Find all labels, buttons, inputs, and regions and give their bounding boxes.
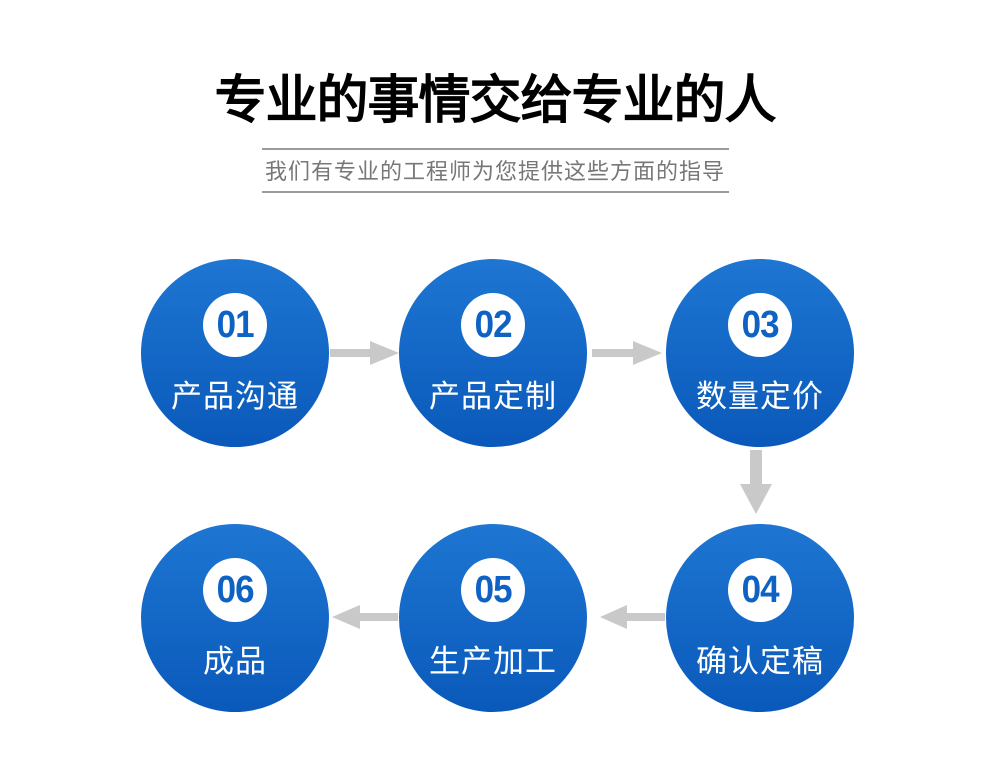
step-number: 05	[474, 568, 512, 611]
step-number: 04	[741, 568, 779, 611]
arrow-down-icon	[740, 450, 772, 514]
step-circle-03: 03 数量定价	[666, 259, 854, 447]
step-circle-05: 05 生产加工	[399, 524, 587, 712]
step-number: 01	[216, 303, 254, 346]
step-number-badge: 02	[461, 293, 525, 357]
step-label: 生产加工	[429, 644, 557, 679]
step-number: 03	[741, 303, 779, 346]
arrow-right-icon	[330, 341, 399, 365]
step-number-badge: 06	[203, 558, 267, 622]
step-label: 数量定价	[696, 379, 824, 414]
step-circle-06: 06 成品	[141, 524, 329, 712]
step-number: 02	[474, 303, 512, 346]
step-number-badge: 01	[203, 293, 267, 357]
arrow-left-icon	[332, 605, 398, 629]
page-title: 专业的事情交给专业的人	[214, 72, 776, 130]
page-subtitle: 我们有专业的工程师为您提供这些方面的指导	[264, 159, 725, 184]
step-circle-04: 04 确认定稿	[666, 524, 854, 712]
divider-line-bottom	[262, 191, 729, 193]
step-number-badge: 04	[728, 558, 792, 622]
step-number: 06	[216, 568, 254, 611]
step-circle-01: 01 产品沟通	[141, 259, 329, 447]
step-label: 产品沟通	[171, 379, 299, 414]
step-number-badge: 05	[461, 558, 525, 622]
step-label: 成品	[203, 644, 267, 679]
arrow-left-icon	[600, 605, 665, 629]
step-label: 确认定稿	[696, 644, 824, 679]
divider-line-top	[262, 148, 729, 150]
step-circle-02: 02 产品定制	[399, 259, 587, 447]
step-label: 产品定制	[429, 379, 557, 414]
step-number-badge: 03	[728, 293, 792, 357]
arrow-right-icon	[592, 341, 662, 365]
